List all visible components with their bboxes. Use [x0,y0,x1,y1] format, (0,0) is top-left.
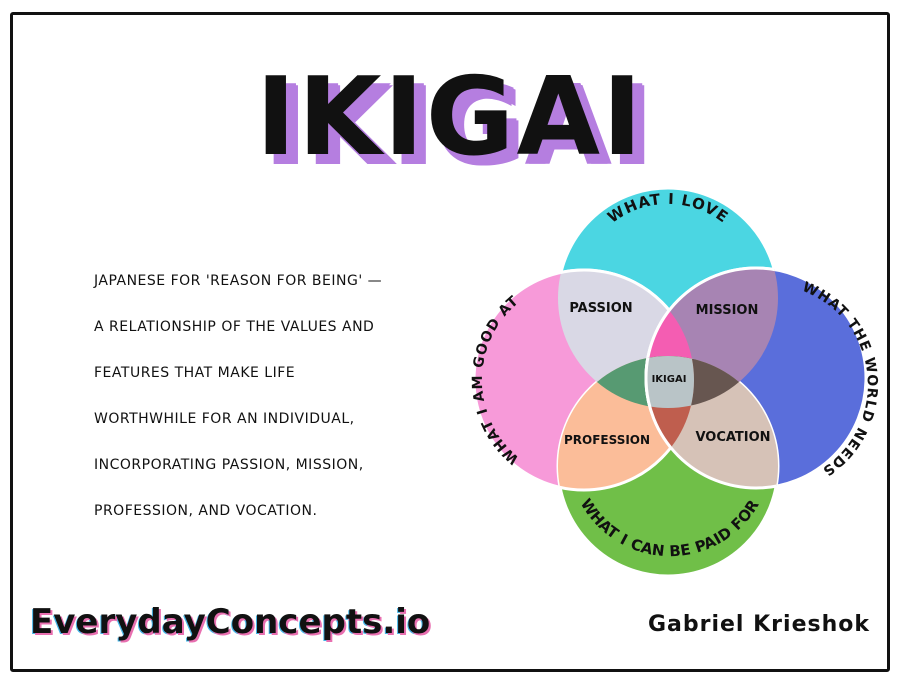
author-name: Gabriel Krieshok [647,612,870,637]
label-ikigai-center: IKIGAI [652,374,687,385]
description-line: worthwhile for an individual, [94,411,355,427]
description-line: incorporating passion, mission, [94,457,364,473]
page-title: IKIGAI [255,55,645,180]
label-vocation: VOCATION [695,430,770,445]
label-passion: PASSION [569,301,632,316]
label-mission: MISSION [696,303,759,318]
overlap-ikigai-center [644,356,694,408]
description-line: profession, and vocation. [94,503,318,519]
page-frame [10,12,890,672]
description-line: a relationship of the values and [94,319,375,335]
description-line: Japanese for 'reason for being' — [94,273,383,289]
description: Japanese for 'reason for being' — a rela… [94,258,382,534]
description-line: features that make life [94,365,296,381]
brand-logo: EverydayConcepts.io [30,602,431,642]
label-profession: PROFESSION [564,433,650,447]
